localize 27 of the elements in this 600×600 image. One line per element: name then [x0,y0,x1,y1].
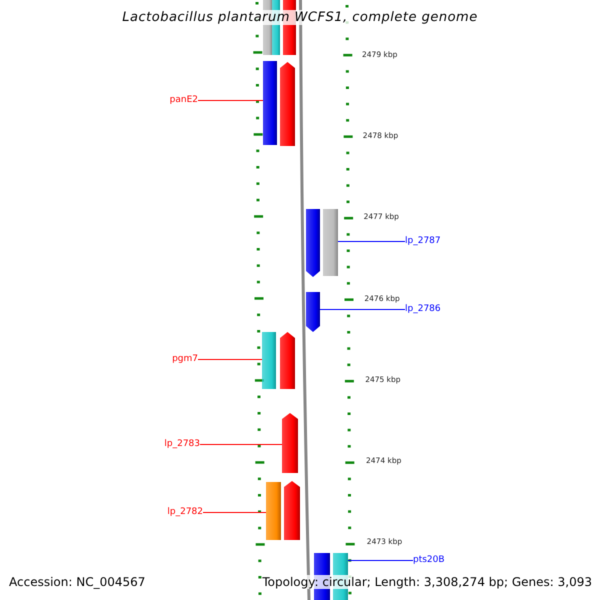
leader-line [338,241,406,242]
gene-block [306,209,320,277]
leader-line [320,309,406,310]
gene-label: pts20B [413,555,445,566]
gene-block [306,292,320,332]
gene-block [280,332,295,389]
gene-label: lp_2783 [164,439,200,450]
gene-block [262,332,276,389]
gene-label: lp_2786 [405,304,441,315]
gene-block [323,209,338,276]
leader-line [348,560,414,561]
gene-block [284,481,300,540]
genome-info-text: Topology: circular; Length: 3,308,274 bp; Genes: 3,093 [262,575,592,589]
gene-label: lp_2782 [167,507,203,518]
gene-block [282,413,298,473]
gene-block [263,61,277,145]
gene-label: pgm7 [172,354,198,365]
gene-label: panE2 [170,95,198,106]
leader-line [198,359,262,360]
leader-line [198,100,264,101]
leader-line [200,444,282,445]
accession-text: Accession: NC_004567 [9,575,146,589]
title: Lactobacillus plantarum WCFS1, complete genome [122,10,478,25]
gene-label: lp_2787 [405,236,441,247]
gene-block [266,482,281,540]
gene-block [280,62,295,146]
leader-line [202,512,266,513]
